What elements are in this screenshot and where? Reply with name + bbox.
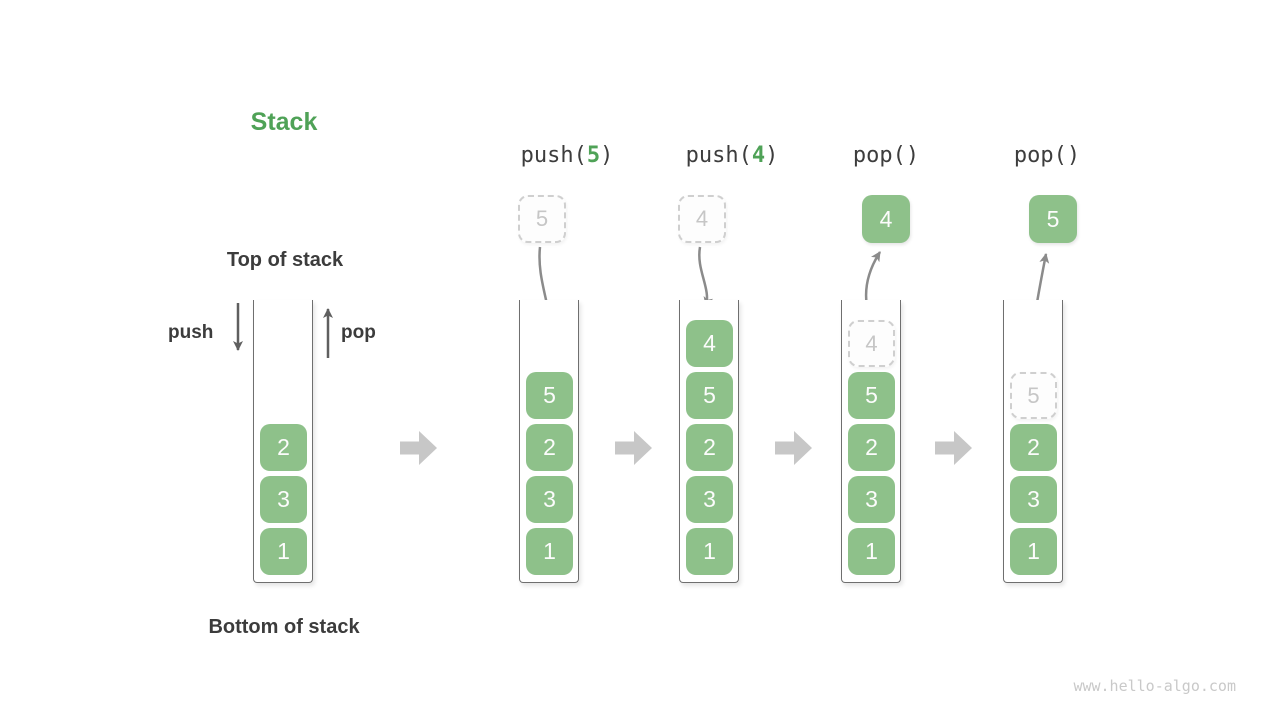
stack-item: 4 bbox=[686, 320, 733, 367]
incoming-value-box: 4 bbox=[678, 195, 726, 243]
op-text: pop() bbox=[852, 143, 920, 168]
push-label: push bbox=[168, 322, 214, 343]
stack-item: 1 bbox=[260, 528, 307, 575]
transition-arrow-4 bbox=[935, 431, 972, 465]
stack-item: 3 bbox=[526, 476, 573, 523]
op-label-pop-1: pop() bbox=[853, 143, 919, 168]
transition-arrow-2 bbox=[615, 431, 652, 465]
op-label-pop-2: pop() bbox=[1014, 143, 1080, 168]
op-label-push-4: push(4) bbox=[686, 143, 779, 168]
stack-item: 1 bbox=[1010, 528, 1057, 575]
top-of-stack-label: Top of stack bbox=[226, 249, 344, 271]
op-arg: 5 bbox=[586, 143, 601, 168]
stack-item: 5 bbox=[686, 372, 733, 419]
stack-item: 1 bbox=[686, 528, 733, 575]
op-text: ) bbox=[765, 143, 779, 168]
stack-item: 1 bbox=[848, 528, 895, 575]
op-text: push( bbox=[685, 143, 752, 168]
stack-item: 3 bbox=[1010, 476, 1057, 523]
diagram-title: Stack bbox=[250, 108, 318, 136]
stack-item: 1 bbox=[526, 528, 573, 575]
stack-item: 2 bbox=[1010, 424, 1057, 471]
op-label-push-5: push(5) bbox=[521, 143, 614, 168]
op-text: push( bbox=[520, 143, 587, 168]
stack-item: 2 bbox=[260, 424, 307, 471]
stack-item: 5 bbox=[526, 372, 573, 419]
stack-item-ghost: 5 bbox=[1010, 372, 1057, 419]
stack-item-ghost: 4 bbox=[848, 320, 895, 367]
stack-item: 2 bbox=[526, 424, 573, 471]
stack-item: 2 bbox=[686, 424, 733, 471]
op-text: pop() bbox=[1013, 143, 1081, 168]
bottom-of-stack-label: Bottom of stack bbox=[208, 616, 360, 638]
stack-item: 3 bbox=[260, 476, 307, 523]
popped-value-box: 4 bbox=[862, 195, 910, 243]
op-arg: 4 bbox=[751, 143, 766, 168]
op-text: ) bbox=[600, 143, 614, 168]
pop-label: pop bbox=[341, 322, 376, 343]
watermark: www.hello-algo.com bbox=[1073, 677, 1236, 695]
push-4-curve-arrow bbox=[698, 246, 714, 307]
stack-item: 5 bbox=[848, 372, 895, 419]
incoming-value-box: 5 bbox=[518, 195, 566, 243]
transition-arrow-3 bbox=[775, 431, 812, 465]
stack-item: 2 bbox=[848, 424, 895, 471]
stack-item: 3 bbox=[848, 476, 895, 523]
popped-value-box: 5 bbox=[1029, 195, 1077, 243]
stack-item: 3 bbox=[686, 476, 733, 523]
transition-arrow-1 bbox=[400, 431, 437, 465]
